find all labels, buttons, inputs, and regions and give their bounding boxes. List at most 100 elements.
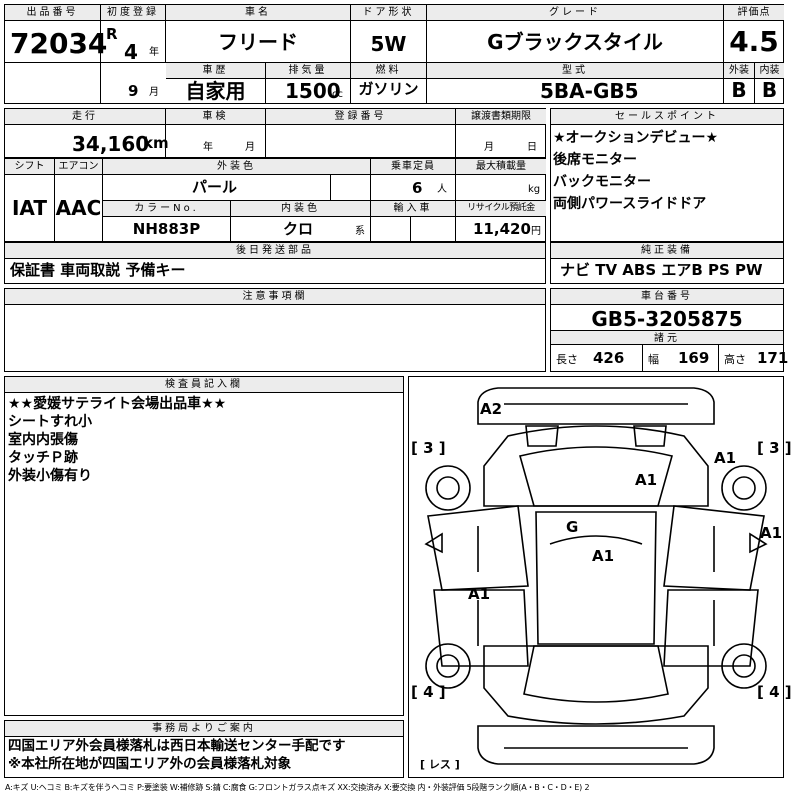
score: 4.5 <box>729 25 779 58</box>
later-parts-label: 後日発送部品 <box>5 243 545 259</box>
inspector-line: 外装小傷有り <box>8 468 92 484</box>
chassis-block <box>550 288 784 372</box>
history: 自家用 <box>185 79 246 103</box>
color: パール <box>192 178 238 196</box>
damage-mark-a1-right-front: A1 <box>714 449 737 467</box>
seats-unit: 人 <box>437 184 447 195</box>
inspector-label: 検査員記入欄 <box>5 377 403 393</box>
load-label: 最大積載量 <box>456 159 546 175</box>
later-parts-block <box>4 242 546 284</box>
grade: Gブラックスタイル <box>487 30 663 54</box>
office-line: ※本社所在地が四国エリア外の会員様落札対象 <box>8 756 292 772</box>
displacement: 1500 <box>285 79 341 103</box>
model: 5BA-GB5 <box>540 79 639 103</box>
height-label: 高さ <box>724 353 746 366</box>
load-unit: kg <box>528 184 541 195</box>
car-name: フリード <box>218 30 298 54</box>
interior-label: 内装色 <box>231 201 370 217</box>
reg-month: 9 <box>128 82 139 100</box>
seats: 6 <box>412 179 423 197</box>
transfer-month-unit: 月 <box>484 142 494 153</box>
fuel-label: 燃料 <box>351 63 426 79</box>
office-line: 四国エリア外会員様落札は西日本輸送センター手配です <box>8 738 346 754</box>
damage-mark-a1-roof: A1 <box>592 547 615 565</box>
ext-grade: B <box>731 78 747 102</box>
equipment-block <box>550 242 784 284</box>
sales-point: バックモニター <box>553 174 651 190</box>
door-type: 5W <box>370 32 407 56</box>
row2-block <box>4 108 546 158</box>
sales-points-label: セールスポイント <box>551 109 783 125</box>
chassis-number: GB5-3205875 <box>591 307 743 331</box>
grade-label: グレード <box>427 5 723 21</box>
inspector-line: タッチＰ跡 <box>8 450 78 466</box>
inspector-line: 室内内張傷 <box>8 432 78 448</box>
colorno-label: カラーNo. <box>103 201 230 217</box>
sales-point: 両側パワースライドドア <box>553 196 707 212</box>
lot-number: 72034 <box>10 27 108 60</box>
mileage-unit: km <box>143 134 169 152</box>
history-label: 車歴 <box>166 63 265 79</box>
mileage: 34,160 <box>72 132 150 156</box>
office-label: 事務局よりご案内 <box>5 721 403 737</box>
equipment: ナビ TV ABS エアB PS PW <box>560 261 763 279</box>
damage-mark-a1-hood: A1 <box>635 471 658 489</box>
displacement-label: 排気量 <box>266 63 350 79</box>
width: 169 <box>678 349 710 367</box>
ac: AAC <box>55 196 102 220</box>
month-unit: 月 <box>149 87 159 98</box>
notes-block <box>4 288 546 372</box>
later-parts: 保証書 車両取説 予備キー <box>10 261 186 279</box>
displacement-unit: cc <box>332 89 343 100</box>
inspector-line: ★★愛媛サテライト会場出品車★★ <box>8 396 227 412</box>
length-label: 長さ <box>556 353 578 366</box>
score-label: 評価点 <box>724 5 784 21</box>
inspection-year-unit: 年 <box>203 142 213 153</box>
chassis-label: 車台番号 <box>551 289 783 305</box>
header-block <box>4 4 784 104</box>
specs-label: 諸元 <box>551 330 783 345</box>
spare-tire: [ レス ] <box>420 758 460 771</box>
notes-label: 注意事項欄 <box>5 289 545 305</box>
shift: IAT <box>11 196 47 220</box>
sales-point: ★オークションデビュー★ <box>553 130 719 146</box>
seats-label: 乗車定員 <box>371 159 455 175</box>
diagram-block <box>408 376 784 778</box>
sales-points-block <box>550 108 784 242</box>
width-label: 幅 <box>648 353 659 366</box>
damage-mark-g: G <box>566 518 579 536</box>
regno-label: 登録番号 <box>266 109 455 125</box>
name-label: 車名 <box>166 5 350 21</box>
office-block <box>4 720 404 778</box>
damage-mark-a1-left-door: A1 <box>468 585 491 603</box>
door-label: ドア形状 <box>351 5 426 21</box>
transfer-label: 譲渡書類期限 <box>456 109 546 125</box>
recycle-label: リサイクル預託金 <box>456 201 546 217</box>
recycle: 11,420 <box>473 220 531 238</box>
ext-label: 外装 <box>724 63 754 79</box>
import-label: 輸入車 <box>371 201 455 217</box>
inspector-line: シートすれ小 <box>8 414 92 430</box>
damage-mark-a1-right-side: A1 <box>760 524 783 542</box>
tire-rear-right: [ 4 ] <box>757 683 792 701</box>
color-number: NH883P <box>132 220 201 238</box>
inspection-label: 車検 <box>166 109 265 125</box>
reg-year: 4 <box>124 40 138 64</box>
car-diagram <box>424 387 768 765</box>
tire-rear-left: [ 4 ] <box>411 683 446 701</box>
model-label: 型式 <box>427 63 723 79</box>
year-unit: 年 <box>149 47 159 58</box>
legend: A:キズ U:ヘコミ B:キズを伴うヘコミ P:要塗装 W:補修跡 S:錆 C:… <box>5 783 590 792</box>
length: 426 <box>593 349 625 367</box>
recycle-unit: 円 <box>531 226 541 237</box>
fuel: ガソリン <box>358 80 419 98</box>
shift-label: シフト <box>5 159 54 175</box>
ac-label: エアコン <box>55 159 102 175</box>
transfer-day-unit: 日 <box>527 142 537 153</box>
lot-label: 出品番号 <box>5 5 100 21</box>
tire-front-left: [ 3 ] <box>411 439 446 457</box>
damage-mark-a2: A2 <box>480 400 503 418</box>
color-label: 外装色 <box>103 159 370 175</box>
inspector-block <box>4 376 404 716</box>
era: R <box>106 25 118 43</box>
